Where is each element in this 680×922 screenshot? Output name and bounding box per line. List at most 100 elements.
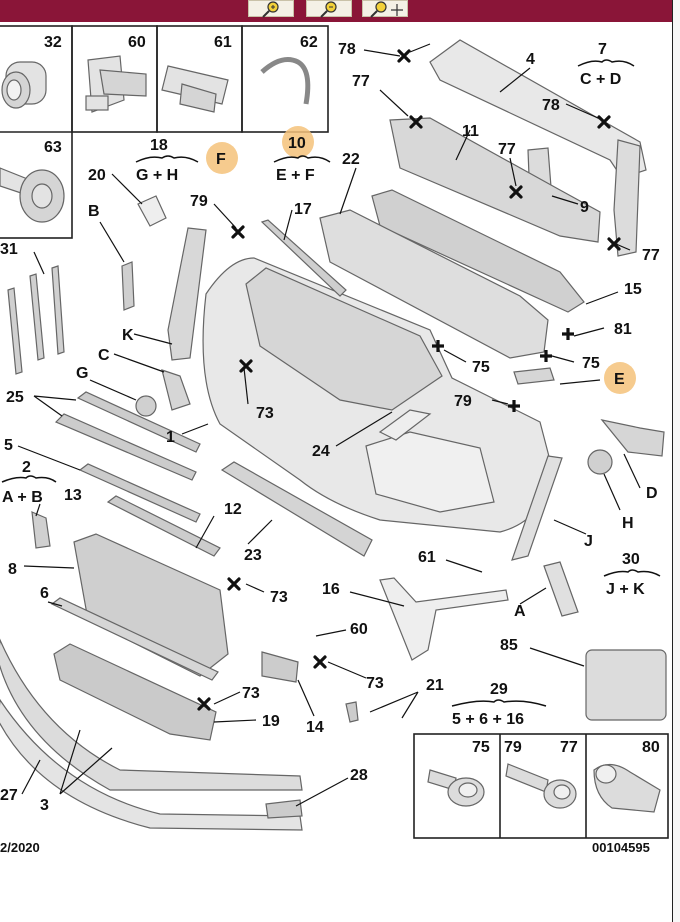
part-bracket-E — [513, 367, 555, 385]
svg-text:8: 8 — [8, 561, 17, 578]
svg-text:60: 60 — [350, 621, 368, 638]
part-strip-12 — [106, 495, 221, 557]
part-bracket-21 — [345, 701, 359, 723]
svg-text:77: 77 — [642, 247, 660, 264]
fastener-label-79: 79 — [504, 739, 522, 756]
svg-text:73: 73 — [270, 589, 288, 606]
group-10: 10 E + F — [273, 126, 331, 184]
svg-text:24: 24 — [312, 443, 330, 460]
part-sensor-G — [135, 395, 157, 417]
toolbar — [0, 0, 672, 22]
part-lip-3 — [0, 698, 303, 831]
part-bracket-28 — [265, 799, 303, 819]
part-bracket-B — [121, 261, 135, 311]
svg-text:B: B — [88, 203, 100, 220]
group-2: 2 A + B — [1, 459, 57, 506]
fastener-drawings — [427, 763, 661, 813]
part-lower-opening — [365, 431, 495, 513]
group-7: 7 C + D — [577, 41, 635, 88]
svg-text:3: 3 — [40, 797, 49, 814]
fastener-label-75: 75 — [472, 739, 490, 756]
svg-text:61: 61 — [418, 549, 436, 566]
footer-code: 00104595 — [592, 840, 650, 855]
part-trim-A — [543, 561, 579, 617]
svg-text:10: 10 — [288, 135, 306, 152]
svg-text:H: H — [622, 515, 634, 532]
thumb-bracket-60 — [85, 55, 147, 113]
svg-text:15: 15 — [624, 281, 642, 298]
callout-lines — [17, 43, 641, 807]
svg-text:C: C — [98, 347, 110, 364]
svg-text:9: 9 — [580, 199, 589, 216]
group-29: 29 5 + 6 + 16 — [451, 681, 547, 728]
svg-text:18: 18 — [150, 137, 168, 154]
part-lower-grille-19 — [53, 643, 217, 741]
svg-text:F: F — [216, 151, 226, 168]
box-label-32: 32 — [44, 34, 62, 51]
pan-button[interactable] — [362, 0, 408, 18]
svg-text:E + F: E + F — [276, 167, 315, 184]
part-bracket-right — [613, 139, 641, 257]
thumbnail-boxes — [0, 25, 329, 239]
thumb-clip-61 — [161, 65, 229, 113]
svg-text:1: 1 — [166, 429, 175, 446]
zoom-in-button[interactable] — [248, 0, 294, 18]
thumb-sensor-32 — [1, 61, 47, 109]
box-label-60: 60 — [128, 34, 146, 51]
svg-text:77: 77 — [352, 73, 370, 90]
svg-text:73: 73 — [366, 675, 384, 692]
highlight-F — [206, 142, 238, 174]
svg-text:30: 30 — [622, 551, 640, 568]
part-frame-16 — [379, 577, 509, 661]
svg-text:27: 27 — [0, 787, 18, 804]
svg-text:75: 75 — [472, 359, 490, 376]
box-label-61: 61 — [214, 34, 232, 51]
zoom-out-button[interactable] — [306, 0, 352, 18]
svg-text:7: 7 — [598, 41, 607, 58]
highlight-E — [604, 362, 636, 394]
svg-text:31: 31 — [0, 241, 18, 258]
svg-text:2: 2 — [22, 459, 31, 476]
svg-text:79: 79 — [454, 393, 472, 410]
group-30: 30 J + K — [603, 551, 661, 598]
box-label-63: 63 — [44, 139, 62, 156]
footer-date: 2/2020 — [0, 840, 40, 855]
svg-text:79: 79 — [190, 193, 208, 210]
svg-text:6: 6 — [40, 585, 49, 602]
svg-text:73: 73 — [256, 405, 274, 422]
part-clip-13 — [31, 511, 51, 549]
svg-text:G: G — [76, 365, 88, 382]
frame-border — [672, 0, 673, 922]
svg-text:29: 29 — [490, 681, 508, 698]
svg-text:21: 21 — [426, 677, 444, 694]
svg-text:13: 13 — [64, 487, 82, 504]
part-support-K — [167, 227, 207, 361]
part-labels: 78 4 77 78 11 77 9 77 22 15 81 75 75 20 … — [0, 41, 660, 814]
svg-text:14: 14 — [306, 719, 324, 736]
svg-text:78: 78 — [542, 97, 560, 114]
svg-text:23: 23 — [244, 547, 262, 564]
part-bracket-14 — [261, 651, 299, 683]
svg-text:5 + 6 + 16: 5 + 6 + 16 — [452, 711, 524, 728]
svg-text:J: J — [584, 533, 593, 550]
svg-text:A: A — [514, 603, 526, 620]
thumb-hose-62 — [260, 57, 311, 105]
group-18: 18 G + H — [135, 137, 199, 184]
part-upper-grille — [245, 267, 443, 411]
part-kit-85 — [585, 649, 667, 721]
part-sensor-H — [587, 449, 613, 475]
svg-text:85: 85 — [500, 637, 518, 654]
svg-text:12: 12 — [224, 501, 242, 518]
svg-text:25: 25 — [6, 389, 24, 406]
part-trim-31 — [7, 265, 65, 375]
svg-text:K: K — [122, 327, 134, 344]
part-bracket-C — [161, 369, 191, 411]
scroll-pane[interactable] — [673, 0, 680, 922]
part-foam-22 — [319, 209, 549, 359]
svg-text:4: 4 — [526, 51, 535, 68]
svg-text:E: E — [614, 371, 625, 388]
svg-text:75: 75 — [582, 355, 600, 372]
part-strip-24 — [378, 409, 432, 441]
box-label-62: 62 — [300, 34, 318, 51]
